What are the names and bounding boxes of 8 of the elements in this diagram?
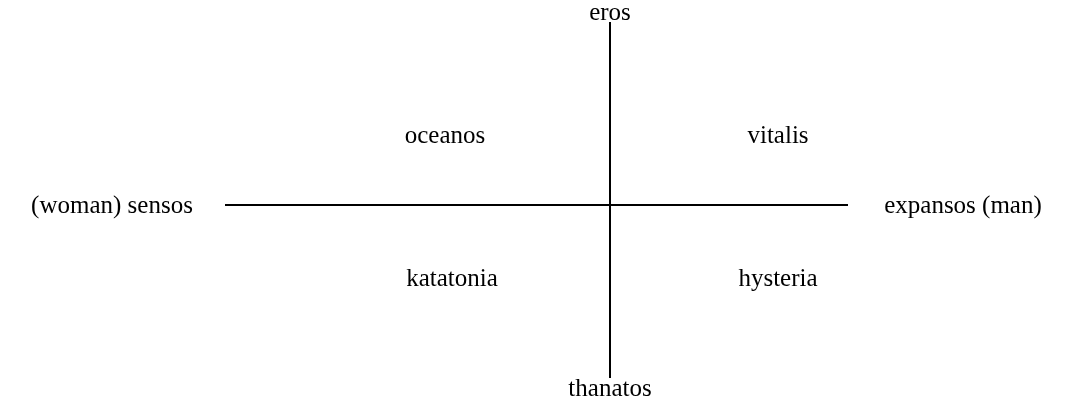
quadrant-label: katatonia — [406, 264, 498, 292]
quadrant-label: hysteria — [738, 264, 818, 292]
axis-label: thanatos — [568, 374, 652, 402]
axis-label: eros — [589, 0, 631, 26]
quadrant-label: oceanos — [404, 121, 486, 149]
axis-label: (woman) sensos — [31, 191, 193, 219]
quadrant-label: vitalis — [747, 121, 809, 149]
axis-label: expansos (man) — [884, 191, 1042, 219]
